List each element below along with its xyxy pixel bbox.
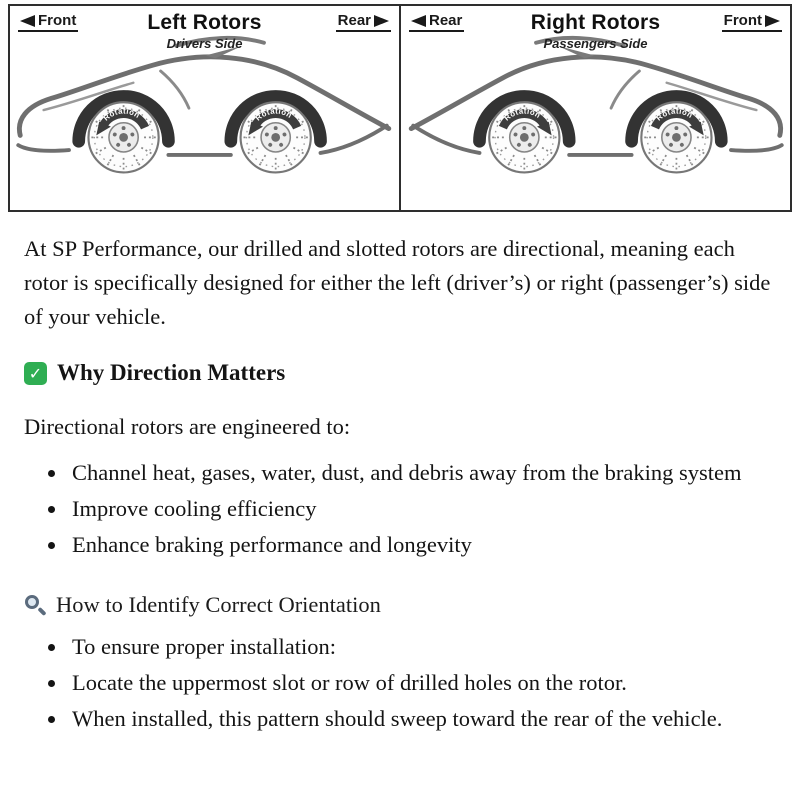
car-illustration-right: Rotation Rotation (401, 34, 790, 174)
panel-title: Left Rotors (147, 11, 262, 34)
panel-subtitle: Passengers Side (543, 36, 648, 51)
arrow-left-icon (411, 14, 426, 27)
panel-subtitle: Drivers Side (166, 36, 243, 51)
search-icon-handle (37, 606, 47, 617)
front-direction-label: Front (18, 12, 79, 32)
list-item: Enhance braking performance and longevit… (68, 528, 776, 562)
panel-left-rotors: Left Rotors Drivers Side Front Rear Rota… (10, 6, 399, 210)
list-item: To ensure proper installation: (68, 630, 776, 664)
panel-title-block: Left Rotors Drivers Side (10, 11, 399, 51)
lead-paragraph: Directional rotors are engineered to: (24, 414, 351, 439)
rotation-arrow-band (98, 109, 150, 130)
direction-label-text: Front (723, 12, 762, 29)
panel-header: Rear Front (401, 10, 790, 32)
rotation-arrowhead (537, 121, 552, 136)
benefits-list: Channel heat, gases, water, dust, and de… (68, 456, 776, 562)
direction-label-text: Front (38, 12, 77, 29)
section-heading-identify-orientation: How to Identify Correct Orientation (24, 592, 776, 618)
arrow-right-icon (374, 14, 389, 27)
rotation-arrowhead (248, 121, 263, 136)
arrow-right-icon (765, 14, 780, 27)
rotation-arrowhead (689, 121, 704, 136)
orientation-steps-list: To ensure proper installation: Locate th… (68, 630, 776, 736)
rotor-orientation-diagram: Left Rotors Drivers Side Front Rear Rota… (8, 4, 792, 212)
panel-right-rotors: Right Rotors Passengers Side Rear Front … (399, 6, 790, 210)
panel-header: Front Rear (10, 10, 399, 32)
list-item: Channel heat, gases, water, dust, and de… (68, 456, 776, 490)
rear-direction-label: Rear (409, 12, 465, 32)
list-item: When installed, this pattern should swee… (68, 702, 776, 736)
car-illustration-left: Rotation Rotation (10, 34, 399, 174)
direction-label-text: Rear (429, 12, 463, 29)
rotation-arrow-band (498, 109, 550, 130)
rear-direction-label: Rear (335, 12, 391, 32)
car-body (411, 38, 781, 155)
rotation-arrow-band (650, 109, 702, 130)
rotation-arrow-band (250, 109, 302, 130)
front-direction-label: Front (721, 12, 782, 32)
search-icon (24, 594, 47, 617)
direction-label-text: Rear (337, 12, 371, 29)
check-icon: ✓ (24, 361, 47, 385)
article: At SP Performance, our drilled and slott… (0, 212, 800, 762)
arrow-left-icon (20, 14, 35, 27)
heading-text: Why Direction Matters (57, 360, 286, 385)
section-heading-why-direction-matters: ✓ Why Direction Matters (24, 360, 776, 386)
car-body (18, 38, 389, 155)
panel-title: Right Rotors (530, 11, 661, 34)
panel-title-block: Right Rotors Passengers Side (401, 11, 790, 51)
rotation-arrowhead (96, 121, 111, 136)
search-icon-lens (25, 595, 39, 609)
list-item: Improve cooling efficiency (68, 492, 776, 526)
intro-paragraph: At SP Performance, our drilled and slott… (24, 236, 771, 329)
heading-text: How to Identify Correct Orientation (56, 592, 381, 617)
list-item: Locate the uppermost slot or row of dril… (68, 666, 776, 700)
